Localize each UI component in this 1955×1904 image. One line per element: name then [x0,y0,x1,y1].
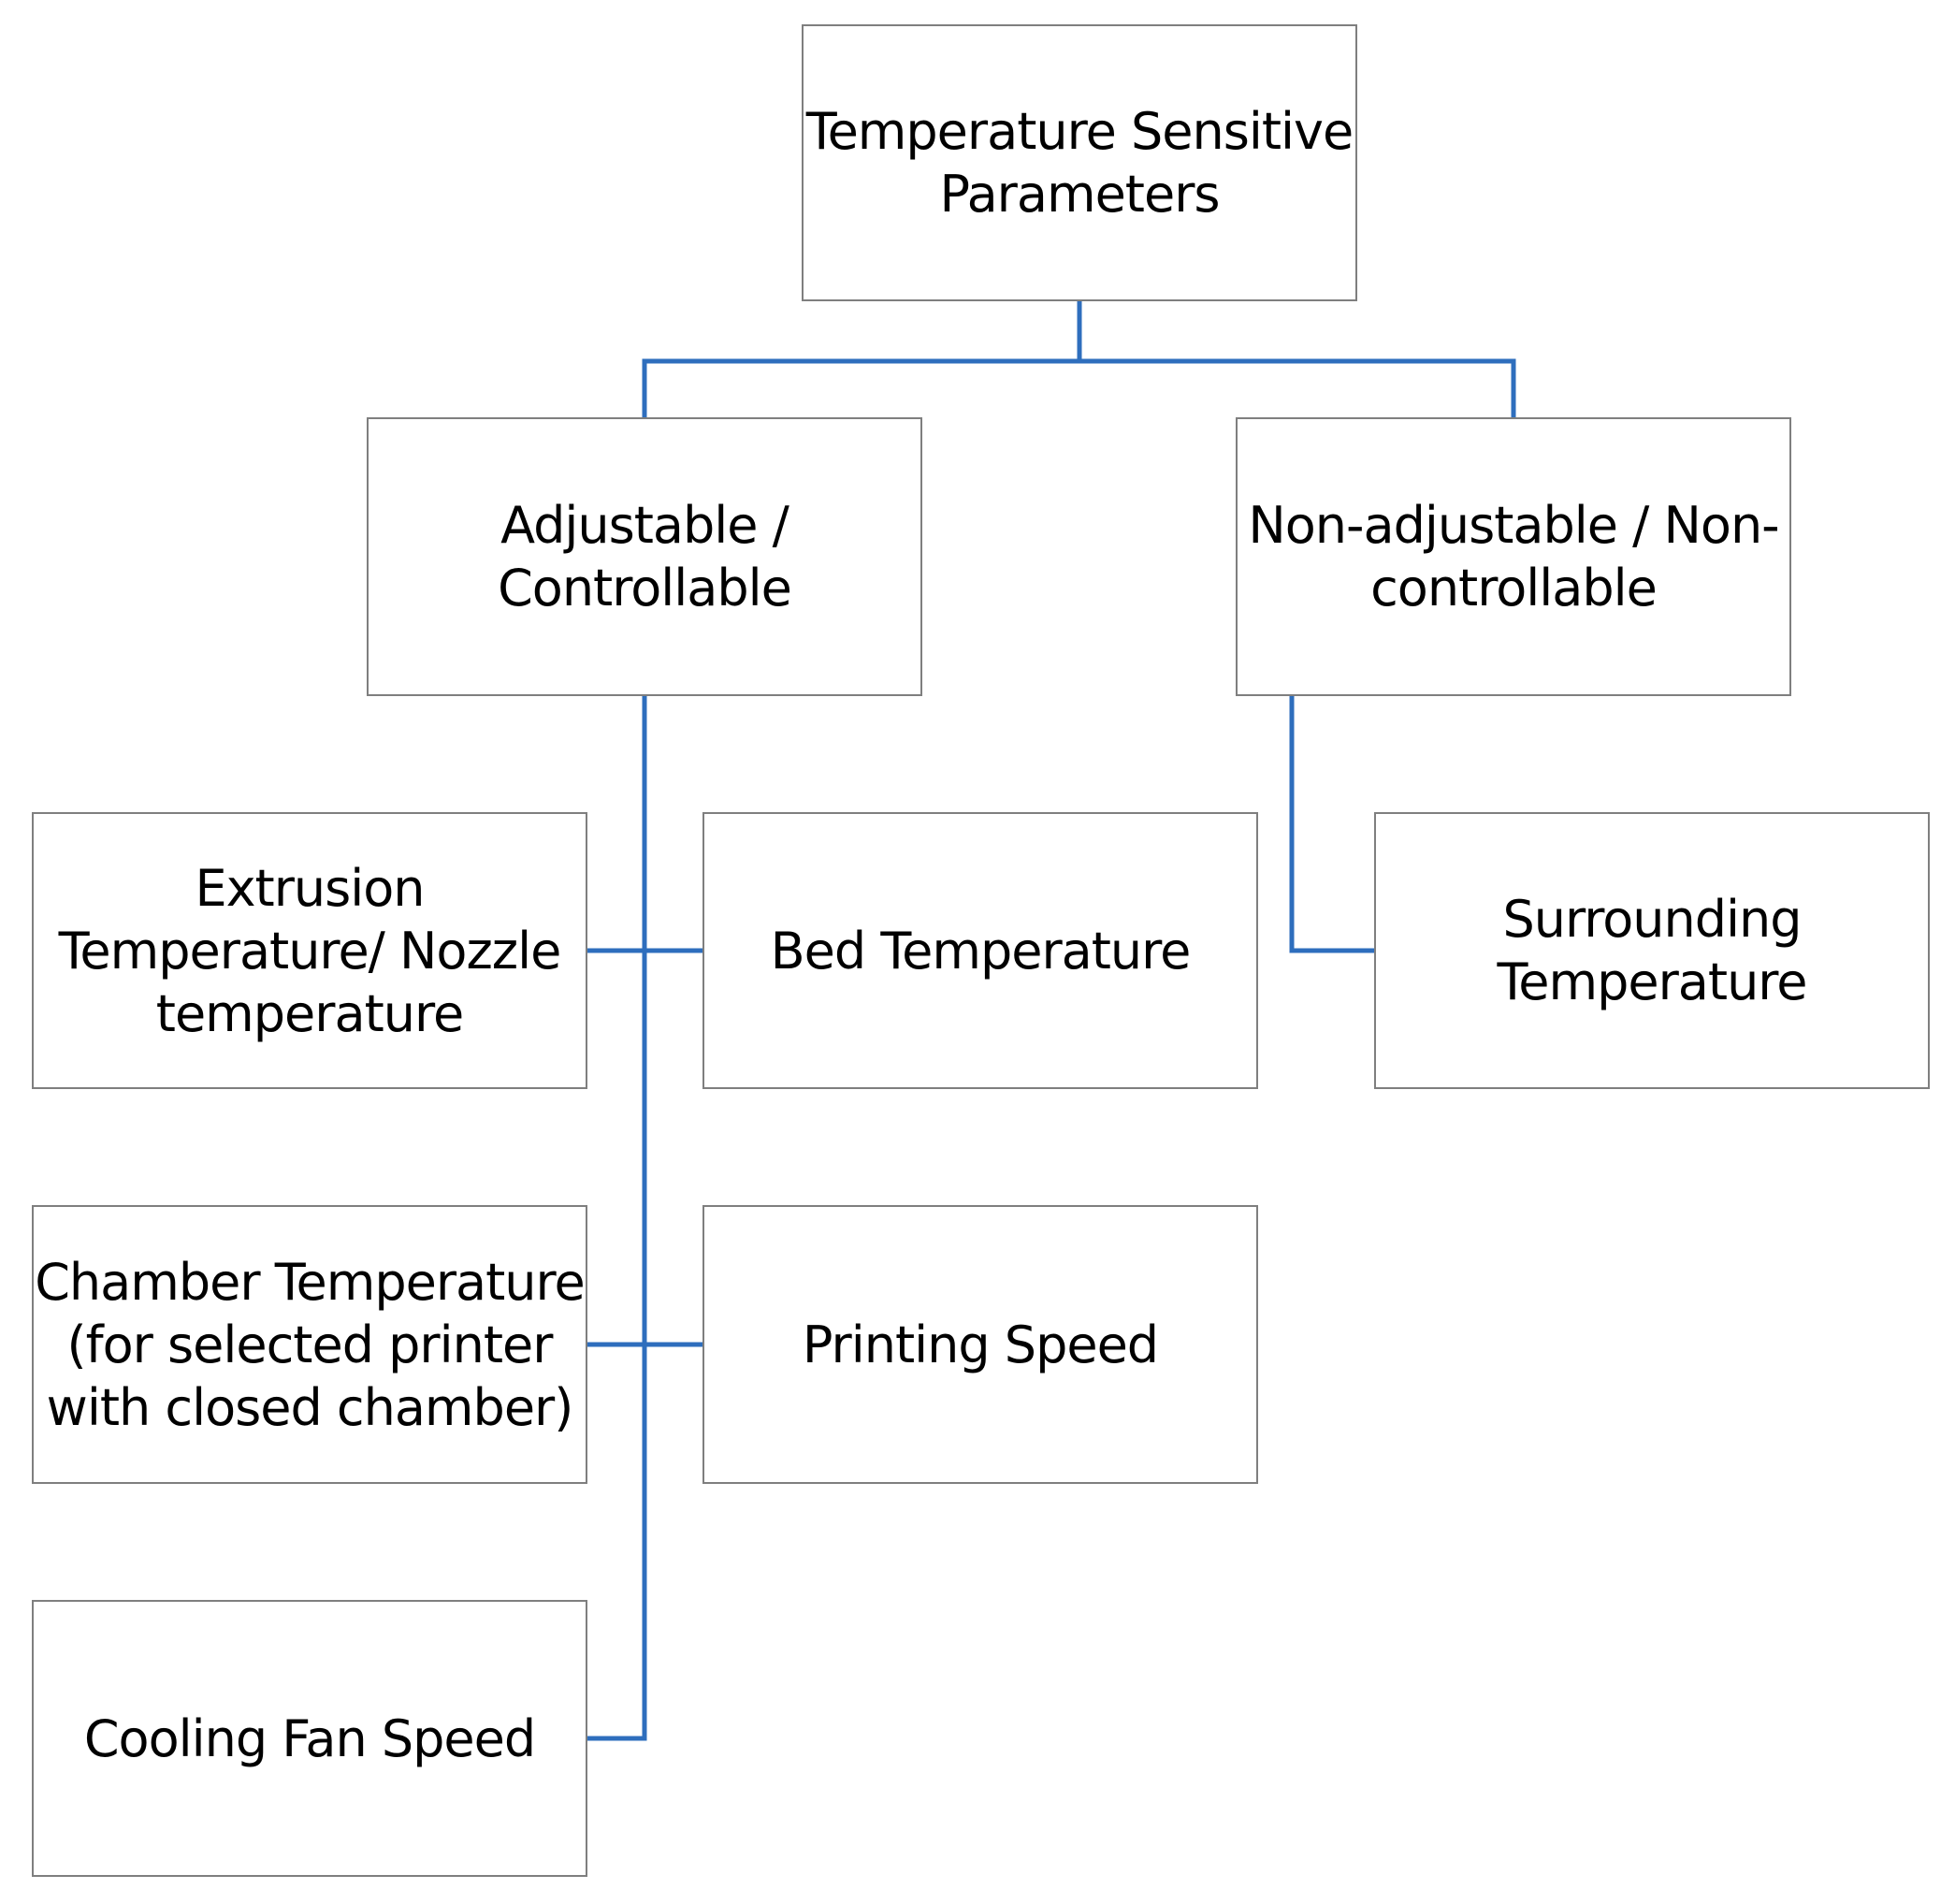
chamber-temperature-node: Chamber Temperature (for selected printe… [32,1205,587,1484]
edge-root-to-adjustable [642,301,1082,417]
surrounding-temperature-node: Surrounding Temperature [1374,812,1930,1089]
printing-speed-label: Printing Speed [802,1315,1159,1374]
adjustable-node: Adjustable / Controllable [367,417,922,696]
edge-root-to-non-adjustable [1079,358,1516,417]
cooling-fan-speed-label: Cooling Fan Speed [83,1708,536,1768]
bed-temperature-node: Bed Temperature [702,812,1258,1089]
root-label: Temperature Sensitive Parameters [805,102,1354,224]
extrusion-temperature-node: Extrusion Temperature/ Nozzle temperatur… [32,812,587,1089]
edge-non-adjustable-to-surrounding [1289,696,1374,953]
adjustable-label: Adjustable / Controllable [498,496,792,618]
edge-adjustable-trunk [587,696,647,1741]
non-adjustable-label: Non-adjustable / Non- controllable [1248,496,1779,618]
chamber-temperature-label: Chamber Temperature (for selected printe… [35,1252,586,1437]
printing-speed-node: Printing Speed [702,1205,1258,1484]
cooling-fan-speed-node: Cooling Fan Speed [32,1600,587,1877]
bed-temperature-label: Bed Temperature [770,921,1192,981]
extrusion-temperature-label: Extrusion Temperature/ Nozzle temperatur… [58,858,562,1043]
root-node: Temperature Sensitive Parameters [802,24,1357,301]
non-adjustable-node: Non-adjustable / Non- controllable [1236,417,1791,696]
surrounding-temperature-label: Surrounding Temperature [1497,890,1807,1011]
